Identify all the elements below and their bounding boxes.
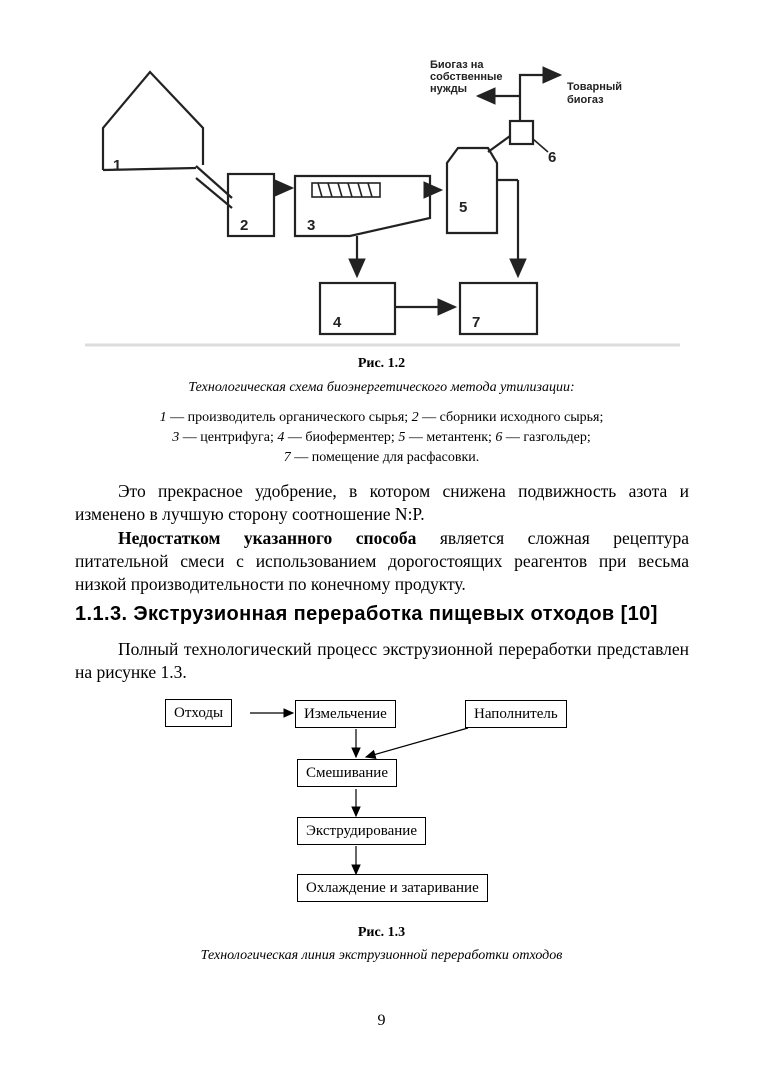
figure-1-2-diagram: 1 2 3 4 5 6 7 Биогаз на собственные нужд… xyxy=(85,59,680,347)
label-3: 3 xyxy=(307,217,315,234)
page-number: 9 xyxy=(377,1012,386,1029)
legend-text: — центрифуга; xyxy=(179,430,278,445)
legend-text: — помещение для расфасовки. xyxy=(290,450,480,465)
legend-line-2: 3 — центрифуга; 4 — биоферментер; 5 — ме… xyxy=(60,428,703,448)
commercial-biogas-label-1: Товарный xyxy=(567,81,622,93)
biogas-own-label-1: Биогаз на xyxy=(430,59,484,71)
label-2: 2 xyxy=(240,217,248,234)
label-5: 5 xyxy=(459,199,467,216)
house-wall-right xyxy=(102,166,197,172)
legend-num: 4 xyxy=(277,430,285,445)
legend-text: — метантенк; xyxy=(405,430,496,445)
figure-1-2-title: Рис. 1.2 xyxy=(357,356,406,371)
paragraph-3: Полный технологический процесс экструзио… xyxy=(75,639,689,682)
box-4 xyxy=(318,281,397,336)
commercial-biogas-label-2: биогаз xyxy=(567,94,604,106)
legend-num: 1 xyxy=(159,410,167,425)
flow-box-waste: Отходы xyxy=(165,699,233,727)
methane-tank-5 xyxy=(445,146,499,235)
legend-line-3: 7 — помещение для расфасовки. xyxy=(60,448,703,468)
legend-num: 7 xyxy=(283,450,291,465)
figure-1-3-title: Рис. 1.3 xyxy=(357,925,406,940)
box-7 xyxy=(458,281,539,336)
legend-line-1: 1 — производитель органического сырья; 2… xyxy=(60,408,703,428)
paragraph-2: Недостатком указанного способа является … xyxy=(75,527,689,596)
label-1: 1 xyxy=(113,157,121,174)
flow-box-filler: Наполнитель xyxy=(465,700,567,728)
centrifuge-3 xyxy=(293,174,432,238)
legend-text: — газгольдер; xyxy=(502,430,591,445)
section-heading: 1.1.3. Экструзионная переработка пищевых… xyxy=(75,603,658,625)
legend-text: — производитель органического сырья; xyxy=(166,410,412,425)
gasholder-6 xyxy=(508,119,535,146)
biogas-own-label-2: собственные xyxy=(430,71,503,83)
flow-box-cooling: Охлаждение и затаривание xyxy=(297,874,488,902)
figure-1-2-subtitle: Технологическая схема биоэнергетического… xyxy=(188,380,575,395)
box-2 xyxy=(226,172,276,238)
label-6: 6 xyxy=(548,149,556,166)
paragraph-1: Это прекрасное удобрение, в котором сниж… xyxy=(75,481,689,524)
legend-num: 5 xyxy=(398,430,406,445)
house-outline xyxy=(101,70,205,170)
flow-box-mixing: Смешивание xyxy=(297,759,397,787)
paragraph-2-bold: Недостатком указанного способа xyxy=(118,528,417,548)
legend-num: 6 xyxy=(495,430,503,445)
legend-text: — биоферментер; xyxy=(284,430,399,445)
legend-text: — сборники исходного сырья; xyxy=(418,410,604,425)
legend-num: 2 xyxy=(411,410,419,425)
flow-box-extrusion: Экструдирование xyxy=(297,817,426,845)
figure-1-3-subtitle: Технологическая линия экструзионной пере… xyxy=(200,948,563,963)
flow-box-grinding: Измельчение xyxy=(295,700,396,728)
label-7: 7 xyxy=(472,314,480,331)
paragraph-2-rest: является сложная рецептура питательной с… xyxy=(75,528,689,594)
legend-num: 3 xyxy=(172,430,180,445)
biogas-own-label-3: нужды xyxy=(430,83,467,95)
figure-1-2-legend: 1 — производитель органического сырья; 2… xyxy=(60,408,703,468)
label-4: 4 xyxy=(333,314,342,331)
figure-1-3-arrows xyxy=(250,708,469,876)
